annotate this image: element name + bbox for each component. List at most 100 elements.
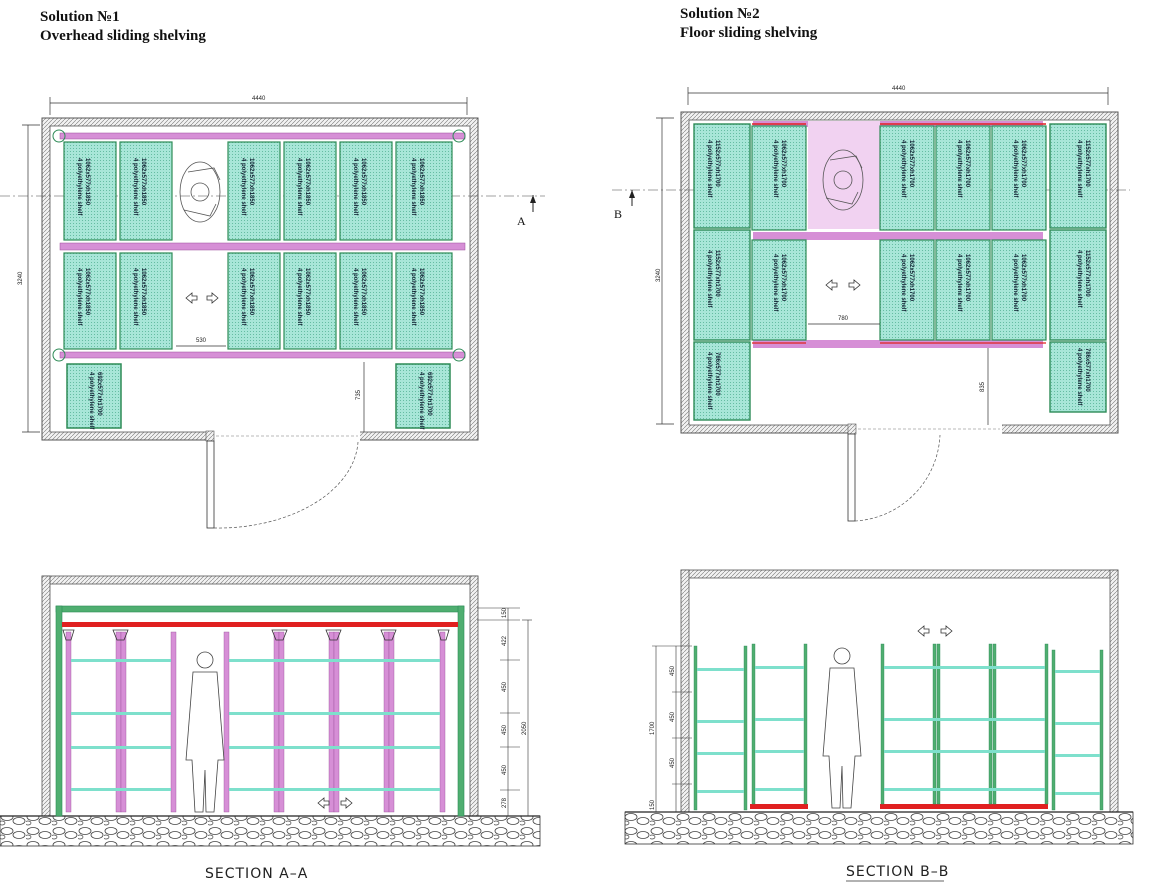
svg-text:4 polyethylene shelf: 4 polyethylene shelf [240, 268, 246, 326]
svg-text:4 polyethylene shelf: 4 polyethylene shelf [706, 352, 712, 410]
plan1-shelf-row-top [63, 141, 453, 241]
section-a-a: 150 422 450 450 450 278 2050 SECTION A–A [0, 575, 541, 882]
slide-arrows-icon [917, 625, 953, 637]
svg-text:1152x577xh1700: 1152x577xh1700 [1084, 250, 1090, 297]
solution1-subtitle: Overhead sliding shelving [40, 28, 206, 44]
plan1-door-dim: 735 [356, 389, 362, 400]
svg-text:4 polyethylene shelf: 4 polyethylene shelf [1012, 140, 1018, 198]
svg-text:1062x577xh1850: 1062x577xh1850 [248, 158, 254, 206]
svg-text:1062x577xh1700: 1062x577xh1700 [780, 254, 786, 302]
section-b-shelves [697, 666, 1100, 795]
svg-text:4 polyethylene shelf: 4 polyethylene shelf [240, 158, 246, 216]
svg-text:1062x577xh1850: 1062x577xh1850 [84, 158, 90, 206]
svg-text:1062x577xh1850: 1062x577xh1850 [418, 158, 424, 206]
section-b-dim-1: 450 [670, 665, 676, 676]
slide-arrows-icon [825, 279, 861, 291]
slide-arrows-icon [185, 292, 219, 304]
svg-text:4 polyethylene shelf: 4 polyethylene shelf [76, 158, 82, 216]
svg-text:4 polyethylene shelf: 4 polyethylene shelf [76, 268, 82, 326]
svg-text:1152x577xh1700: 1152x577xh1700 [1084, 140, 1090, 187]
svg-text:1062x577xh1850: 1062x577xh1850 [360, 268, 366, 316]
svg-text:4 polyethylene shelf: 4 polyethylene shelf [956, 254, 962, 312]
plan2-aisle-dim: 780 [838, 316, 849, 322]
svg-text:4 polyethylene shelf: 4 polyethylene shelf [132, 268, 138, 326]
section-a-dim-3: 450 [502, 681, 508, 692]
svg-text:4 polyethylene shelf: 4 polyethylene shelf [418, 372, 424, 430]
plan-solution2: 4440 3240 B [612, 86, 1130, 522]
plan1-aisle-dim: 530 [196, 338, 207, 344]
svg-text:786x577xh1700: 786x577xh1700 [714, 352, 720, 396]
svg-text:1062x577xh1700: 1062x577xh1700 [964, 140, 970, 188]
svg-text:4 polyethylene shelf: 4 polyethylene shelf [900, 140, 906, 198]
svg-text:1062x577xh1850: 1062x577xh1850 [248, 268, 254, 316]
svg-text:4 polyethylene shelf: 4 polyethylene shelf [1076, 348, 1082, 406]
section-a-dim-4: 450 [502, 724, 508, 735]
section-b-dim-3: 450 [670, 757, 676, 768]
svg-text:4 polyethylene shelf: 4 polyethylene shelf [88, 372, 94, 430]
section-b-uprights [693, 643, 1104, 811]
plan2-height-dim: 3240 [656, 268, 662, 282]
section-a-title: SECTION A–A [205, 866, 308, 882]
svg-text:1062x577xh1700: 1062x577xh1700 [908, 254, 914, 302]
svg-text:1062x577xh1850: 1062x577xh1850 [84, 268, 90, 316]
section-a-shelves [71, 659, 440, 791]
svg-text:1152x577xh1700: 1152x577xh1700 [714, 250, 720, 297]
svg-text:4 polyethylene shelf: 4 polyethylene shelf [296, 158, 302, 216]
section-a-dim-2: 422 [502, 635, 508, 646]
section-a-uprights [65, 631, 446, 813]
section-b-total-dim: 1700 [650, 721, 656, 735]
svg-text:4 polyethylene shelf: 4 polyethylene shelf [352, 268, 358, 326]
svg-text:4 polyethylene shelf: 4 polyethylene shelf [772, 140, 778, 198]
section-a-dim-6: 278 [502, 797, 508, 808]
svg-text:4 polyethylene shelf: 4 polyethylene shelf [132, 158, 138, 216]
svg-text:1062x577xh1850: 1062x577xh1850 [418, 268, 424, 316]
section-b-title: SECTION B–B [846, 864, 949, 880]
solution2-title: Solution №2 [680, 6, 760, 22]
svg-text:1062x577xh1850: 1062x577xh1850 [360, 158, 366, 206]
svg-text:4 polyethylene shelf: 4 polyethylene shelf [900, 254, 906, 312]
svg-text:1062x577xh1850: 1062x577xh1850 [304, 158, 310, 206]
svg-text:4 polyethylene shelf: 4 polyethylene shelf [1076, 140, 1082, 198]
svg-text:4 polyethylene shelf: 4 polyethylene shelf [706, 250, 712, 308]
solution2-title-block: Solution №2 Floor sliding shelving [680, 5, 817, 43]
section-b-b: 450 450 450 150 1700 SECTION B–B [624, 569, 1134, 882]
svg-text:692x577xh1700: 692x577xh1700 [96, 372, 102, 416]
section-a-dim-1: 150 [502, 607, 508, 618]
plan1-section-marker: A [517, 214, 526, 228]
svg-text:4 polyethylene shelf: 4 polyethylene shelf [956, 140, 962, 198]
svg-text:1062x577xh1850: 1062x577xh1850 [140, 268, 146, 316]
svg-text:4 polyethylene shelf: 4 polyethylene shelf [1076, 250, 1082, 308]
svg-text:1062x577xh1700: 1062x577xh1700 [1020, 140, 1026, 188]
solution1-title: Solution №1 [40, 9, 120, 25]
person-standing-icon [822, 647, 862, 809]
svg-text:786x577xh1700: 786x577xh1700 [1084, 348, 1090, 392]
plan1-height-dim: 3240 [18, 271, 24, 285]
plan2-width-dim: 4440 [892, 86, 906, 92]
svg-text:1062x577xh1850: 1062x577xh1850 [140, 158, 146, 206]
svg-text:4 polyethylene shelf: 4 polyethylene shelf [706, 140, 712, 198]
svg-text:1152x577xh1700: 1152x577xh1700 [714, 140, 720, 187]
svg-text:4 polyethylene shelf: 4 polyethylene shelf [1012, 254, 1018, 312]
person-topview-icon [822, 149, 864, 211]
svg-text:4 polyethylene shelf: 4 polyethylene shelf [352, 158, 358, 216]
section-a-dim-5: 450 [502, 764, 508, 775]
plan2-section-marker: B [614, 207, 622, 221]
svg-text:1062x577xh1700: 1062x577xh1700 [1020, 254, 1026, 302]
plan1-shelf-labels: 1062x577xh1850 4 polyethylene shelf 1062… [76, 158, 432, 430]
plan-solution1: 4440 3240 A [0, 96, 545, 529]
person-standing-icon [185, 651, 225, 813]
section-b-dim-4: 150 [650, 799, 656, 810]
solution1-title-block: Solution №1 Overhead sliding shelving [40, 8, 206, 46]
svg-text:1062x577xh1700: 1062x577xh1700 [780, 140, 786, 188]
svg-text:4 polyethylene shelf: 4 polyethylene shelf [772, 254, 778, 312]
svg-text:4 polyethylene shelf: 4 polyethylene shelf [410, 158, 416, 216]
svg-text:1062x577xh1850: 1062x577xh1850 [304, 268, 310, 316]
section-b-dim-2: 450 [670, 711, 676, 722]
plan2-shelf-labels: 1152x577xh1700 4 polyethylene shelf 1152… [706, 140, 1090, 410]
svg-text:1062x577xh1700: 1062x577xh1700 [908, 140, 914, 188]
plan1-width-dim: 4440 [252, 96, 266, 102]
svg-text:1062x577xh1700: 1062x577xh1700 [964, 254, 970, 302]
slide-arrows-icon [317, 797, 353, 809]
svg-text:692x577xh1700: 692x577xh1700 [426, 372, 432, 416]
